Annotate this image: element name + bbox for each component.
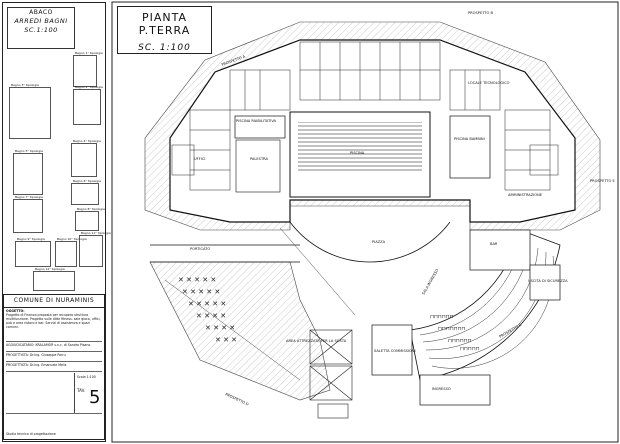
detail-plan: Bagno 6° tipologia — [71, 179, 101, 205]
detail-label: Bagno 3° tipologia — [11, 83, 39, 87]
label-locale-tecnologico: LOCALE TECNOLOGICO — [468, 81, 510, 85]
svg-text:✕ ✕ ✕: ✕ ✕ ✕ — [215, 336, 237, 344]
label-uffici: UFFICI — [194, 157, 205, 161]
detail-label: Bagno 11° tipologia — [81, 231, 111, 235]
svg-text:⊓⊓⊓⊓⊓⊓: ⊓⊓⊓⊓⊓⊓ — [448, 338, 472, 344]
detail-plan: Bagno 7° tipologia — [13, 195, 43, 233]
detail-label: Bagno 5° tipologia — [15, 149, 43, 153]
drawing-scale: SC. 1:100 — [138, 43, 191, 53]
piscina-riabilitativa — [234, 115, 286, 139]
oggetto-label: OGGETTO: — [6, 309, 25, 313]
detail-label: Bagno 8° tipologia — [77, 207, 105, 211]
detail-plan: Bagno 1° tipologia — [73, 51, 103, 87]
upper-rooms — [171, 41, 559, 191]
abaco-box: ABACO ARREDI BAGNI SC.1:100 — [7, 7, 75, 49]
tree-grid: ✕ ✕ ✕ ✕ ✕ ✕ ✕ ✕ ✕ ✕ ✕ ✕ ✕ ✕ ✕ ✕ ✕ ✕ ✕ ✕ … — [178, 276, 237, 344]
abaco-title: ABACO — [29, 9, 53, 16]
detail-plan: Bagno 11° tipologia — [79, 231, 111, 267]
label-saletta-commissioni: SALETTA COMMISSIONI — [374, 349, 416, 353]
abaco-subtitle: ARREDI BAGNI — [14, 17, 68, 25]
detail-plan: Bagno 12° tipologia — [33, 267, 75, 291]
label-amministrazione: AMMINISTRAZIONE — [508, 193, 543, 197]
tavola-label: TAV. — [77, 388, 86, 393]
label-prospetto-b: PROSPETTO B — [468, 11, 494, 15]
detail-label: Bagno 10° tipologia — [57, 237, 87, 241]
axis-line — [279, 227, 356, 316]
label-palestra: PALESTRA — [250, 157, 268, 161]
label-area-attrezzata: AREA ATTREZZATA PER LA SOSTA — [286, 339, 347, 343]
detail-label: Bagno 9° tipologia — [17, 237, 45, 241]
piazza-arc — [289, 221, 451, 263]
svg-text:✕ ✕ ✕ ✕: ✕ ✕ ✕ ✕ — [205, 324, 235, 332]
detail-label: Bagno 4° tipologia — [73, 139, 101, 143]
label-piscina: PISCINA — [350, 151, 365, 155]
label-piscina-bambini: PISCINA BAMBINI — [454, 137, 485, 141]
title-block: COMUNE DI NURAMINIS OGGETTO: Progetto di… — [3, 294, 105, 440]
palestra-room — [235, 139, 281, 193]
tavola-box: Scala 1:100 TAV. 5 — [74, 373, 105, 413]
detail-plan: Bagno 4° tipologia — [71, 139, 101, 177]
detail-plan: Bagno 9° tipologia — [15, 237, 51, 267]
axis-line — [164, 279, 301, 381]
tavola-number: 5 — [89, 387, 101, 408]
drawing-frame — [111, 1, 619, 443]
label-bar: BAR — [490, 242, 498, 246]
label-piscina-riabilitativa: PISCINA RIABILITATIVA — [236, 119, 277, 123]
oggetto-text: Progetto di Finanza proposta per recuper… — [6, 313, 101, 329]
label-prospetto-e: PROSPETTO E — [590, 179, 616, 183]
detail-plan: Bagno 3° tipologia — [9, 83, 51, 139]
comune-name: COMUNE DI NURAMINIS — [4, 295, 104, 308]
progettista-2: PROGETTISTA: Dr.Ing. Emanuele Melis — [6, 363, 67, 367]
central-blocks — [309, 329, 353, 419]
svg-text:✕ ✕ ✕ ✕ ✕: ✕ ✕ ✕ ✕ ✕ — [182, 288, 220, 296]
detail-label: Bagno 7° tipologia — [15, 195, 43, 199]
detail-label: Bagno 2° tipologia — [75, 85, 103, 89]
detail-plan: Bagno 5° tipologia — [13, 149, 43, 195]
label-prospetto-d: PROSPETTO D — [225, 392, 250, 406]
label-uscita-sicurezza: USCITA DI SICUREZZA — [528, 279, 568, 283]
detail-label: Bagno 6° tipologia — [73, 179, 101, 183]
aggiudicatario: AGGIUDICATARIO: KRALAMOR s.n.c. di Sandr… — [6, 343, 91, 347]
detail-plan: Bagno 10° tipologia — [55, 237, 87, 267]
svg-text:✕ ✕ ✕ ✕: ✕ ✕ ✕ ✕ — [196, 312, 226, 320]
auditorium: ⊓⊓⊓⊓⊓⊓⊓⊓⊓⊓⊓⊓⊓ ⊓⊓⊓⊓⊓⊓⊓⊓⊓⊓⊓ — [371, 229, 561, 406]
piscina-bambini — [449, 115, 491, 179]
label-porticato: PORTICATO — [190, 247, 210, 251]
abaco-scale: SC.1:100 — [24, 26, 58, 34]
drawing-title-box: PIANTA P.TERRA SC. 1:100 — [117, 6, 212, 54]
label-ingresso: INGRESSO — [432, 387, 451, 391]
piscina-lanes — [298, 122, 422, 172]
svg-text:⊓⊓⊓⊓⊓⊓: ⊓⊓⊓⊓⊓⊓ — [430, 314, 454, 320]
detail-plan: Bagno 2° tipologia — [73, 85, 103, 125]
progettista-1: PROGETTISTA: Dr.Ing. Giuseppe Porru — [6, 353, 66, 357]
svg-text:⊓⊓⊓⊓⊓⊓⊓: ⊓⊓⊓⊓⊓⊓⊓ — [438, 326, 465, 332]
svg-text:⊓⊓⊓⊓⊓: ⊓⊓⊓⊓⊓ — [460, 346, 480, 352]
detail-plan: Bagno 8° tipologia — [75, 207, 105, 231]
label-piazza: PIAZZA — [372, 240, 386, 244]
label-sala-ingresso: SALA INGRESSO — [421, 268, 439, 295]
svg-text:✕ ✕ ✕ ✕ ✕: ✕ ✕ ✕ ✕ ✕ — [178, 276, 216, 284]
studio-footer: Studio tecnico di progettazione — [6, 432, 56, 436]
svg-text:✕ ✕ ✕ ✕ ✕: ✕ ✕ ✕ ✕ ✕ — [188, 300, 226, 308]
detail-label: Bagno 12° tipologia — [35, 267, 65, 271]
oggetto-section: OGGETTO: Progetto di Finanza proposta pe… — [6, 309, 102, 341]
detail-label: Bagno 1° tipologia — [75, 51, 103, 55]
left-panel: ABACO ARREDI BAGNI SC.1:100 Bagno 1° tip… — [2, 2, 111, 442]
drawing-title: PIANTA P.TERRA — [138, 11, 191, 37]
scale-note: Scala 1:100 — [77, 375, 96, 379]
lower-paving-hatch — [149, 261, 331, 401]
